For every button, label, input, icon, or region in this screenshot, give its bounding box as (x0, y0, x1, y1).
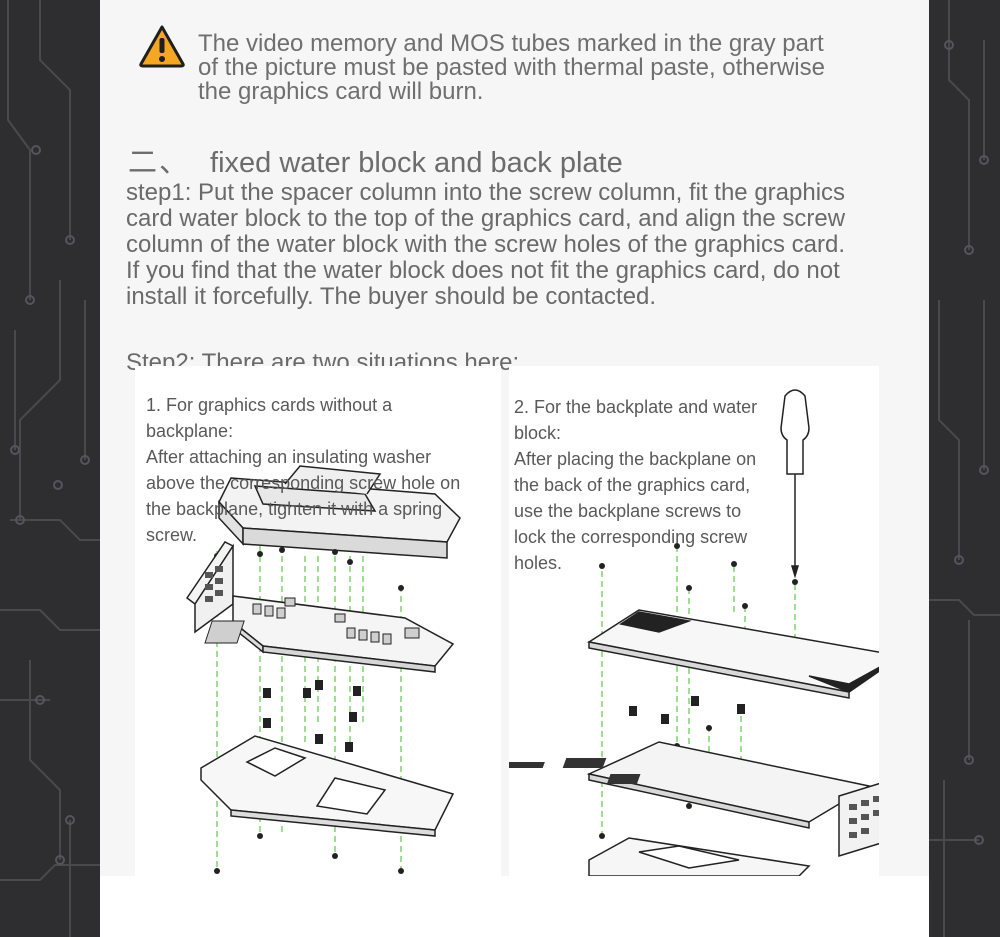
section-number: 二、 (128, 147, 191, 179)
panel1-line: the backplane, tighten it with a spring (146, 499, 443, 519)
panel1-line: backplane: (146, 421, 234, 441)
exploded-diagram-with-backplate (509, 389, 879, 876)
panel2-line: 2. For the backplate and water (514, 397, 758, 417)
step1-line: step1: Put the spacer column into the sc… (126, 179, 846, 206)
step1-line: If you find that the water block does no… (126, 257, 840, 284)
page-footer-area (100, 876, 929, 937)
exploded-diagram-without-backplane (185, 465, 461, 874)
panel1-caption: 1. For graphics cards without a backplan… (146, 392, 496, 548)
warning-triangle-icon (139, 25, 185, 68)
circuit-pattern-left (0, 0, 100, 937)
panel2-line: After placing the backplane on (514, 449, 757, 469)
panel1-line: 1. For graphics cards without a (146, 395, 393, 415)
panel2-line: use the backplane screws to (514, 501, 742, 521)
right-circuit-background (929, 0, 1000, 937)
step1-line: column of the water block with the screw… (126, 231, 846, 258)
panel2-line: lock the corresponding screw (514, 527, 748, 547)
panel-without-backplane: 1. For graphics cards without a backplan… (135, 366, 501, 876)
step1-line: card water block to the top of the graph… (126, 205, 846, 232)
warning-line: of the picture must be pasted with therm… (198, 54, 825, 81)
panel-with-backplate: 2. For the backplate and water block: Af… (509, 366, 879, 876)
panel1-line: After attaching an insulating washer (146, 447, 432, 467)
warning-text: The video memory and MOS tubes marked in… (198, 32, 918, 104)
panel1-line: screw. (146, 525, 198, 545)
step1-paragraph: step1: Put the spacer column into the sc… (126, 180, 926, 310)
warning-line: The video memory and MOS tubes marked in… (198, 30, 824, 57)
panel2-line: the back of the graphics card, (514, 475, 751, 495)
section-title-text: fixed water block and back plate (210, 147, 623, 179)
panel2-line: holes. (514, 553, 563, 573)
section-heading: 二、 fixed water block and back plate (128, 146, 623, 180)
panel1-line: above the corresponding screw hole on (146, 473, 461, 493)
left-circuit-background (0, 0, 100, 937)
warning-line: the graphics card will burn. (198, 78, 484, 105)
screwdriver-icon (780, 389, 810, 579)
panel2-caption: 2. For the backplate and water block: Af… (514, 394, 786, 576)
panel2-line: block: (514, 423, 562, 443)
step1-line: install it forcefully. The buyer should … (126, 283, 657, 310)
circuit-pattern-right (929, 0, 1000, 937)
document-page: The video memory and MOS tubes marked in… (100, 0, 929, 937)
